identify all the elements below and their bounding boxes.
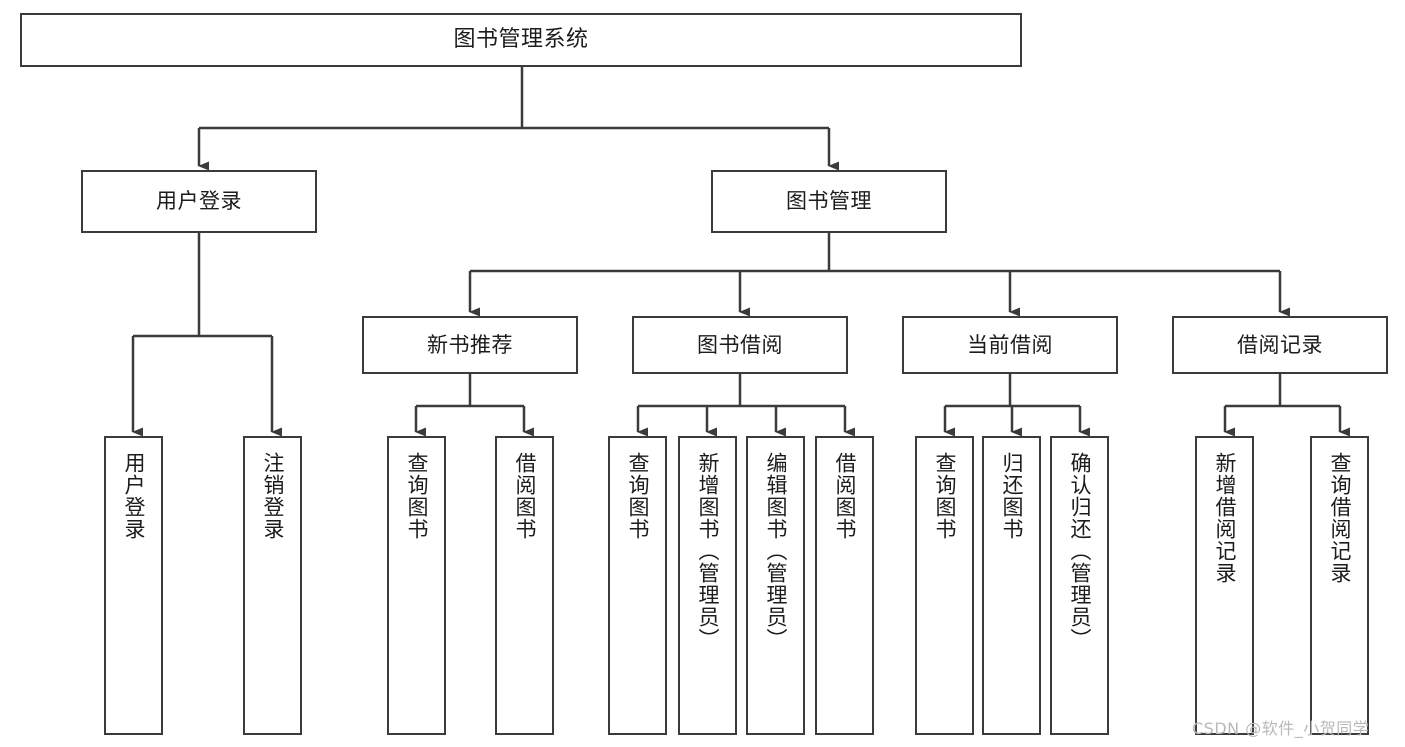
node-leaf-add-book-admin[interactable]: 新增图书（管理员） bbox=[678, 436, 737, 735]
node-book-manage-label: 图书管理 bbox=[786, 189, 872, 214]
node-leaf-add-borrow-record-label: 新增借阅记录 bbox=[1212, 452, 1237, 584]
node-leaf-query-book-3-label: 查询图书 bbox=[932, 452, 957, 540]
node-root-system-label: 图书管理系统 bbox=[453, 27, 589, 53]
node-borrow-record-label: 借阅记录 bbox=[1237, 332, 1323, 357]
node-leaf-return-book[interactable]: 归还图书 bbox=[982, 436, 1041, 735]
node-leaf-user-login-label: 用户登录 bbox=[121, 452, 146, 540]
node-leaf-borrow-book-1-label: 借阅图书 bbox=[512, 452, 537, 540]
node-book-manage[interactable]: 图书管理 bbox=[711, 170, 947, 233]
node-borrow-record[interactable]: 借阅记录 bbox=[1172, 316, 1388, 374]
node-leaf-query-borrow-record-label: 查询借阅记录 bbox=[1327, 452, 1352, 584]
node-leaf-logout-label: 注销登录 bbox=[260, 452, 285, 540]
node-leaf-confirm-return-admin-label: 确认归还（管理员） bbox=[1067, 452, 1092, 650]
node-leaf-confirm-return-admin[interactable]: 确认归还（管理员） bbox=[1050, 436, 1109, 735]
node-leaf-user-login[interactable]: 用户登录 bbox=[104, 436, 163, 735]
node-leaf-edit-book-admin[interactable]: 编辑图书（管理员） bbox=[746, 436, 805, 735]
node-leaf-borrow-book-2-label: 借阅图书 bbox=[832, 452, 857, 540]
node-leaf-query-book-3[interactable]: 查询图书 bbox=[915, 436, 974, 735]
node-leaf-query-book-1-label: 查询图书 bbox=[404, 452, 429, 540]
node-book-borrow[interactable]: 图书借阅 bbox=[632, 316, 848, 374]
node-current-borrow[interactable]: 当前借阅 bbox=[902, 316, 1118, 374]
node-new-book-recommend[interactable]: 新书推荐 bbox=[362, 316, 578, 374]
node-leaf-query-book-2[interactable]: 查询图书 bbox=[608, 436, 667, 735]
node-leaf-borrow-book-2[interactable]: 借阅图书 bbox=[815, 436, 874, 735]
node-leaf-query-borrow-record[interactable]: 查询借阅记录 bbox=[1310, 436, 1369, 735]
node-current-borrow-label: 当前借阅 bbox=[967, 332, 1053, 357]
node-leaf-add-borrow-record[interactable]: 新增借阅记录 bbox=[1195, 436, 1254, 735]
node-new-book-recommend-label: 新书推荐 bbox=[427, 332, 513, 357]
node-book-borrow-label: 图书借阅 bbox=[697, 332, 783, 357]
node-leaf-edit-book-admin-label: 编辑图书（管理员） bbox=[763, 452, 788, 650]
node-leaf-logout[interactable]: 注销登录 bbox=[243, 436, 302, 735]
node-user-login[interactable]: 用户登录 bbox=[81, 170, 317, 233]
node-leaf-return-book-label: 归还图书 bbox=[999, 452, 1024, 540]
node-leaf-query-book-2-label: 查询图书 bbox=[625, 452, 650, 540]
node-leaf-add-book-admin-label: 新增图书（管理员） bbox=[695, 452, 720, 650]
node-leaf-borrow-book-1[interactable]: 借阅图书 bbox=[495, 436, 554, 735]
node-root-system[interactable]: 图书管理系统 bbox=[20, 13, 1022, 67]
node-leaf-query-book-1[interactable]: 查询图书 bbox=[387, 436, 446, 735]
node-user-login-label: 用户登录 bbox=[156, 189, 242, 214]
